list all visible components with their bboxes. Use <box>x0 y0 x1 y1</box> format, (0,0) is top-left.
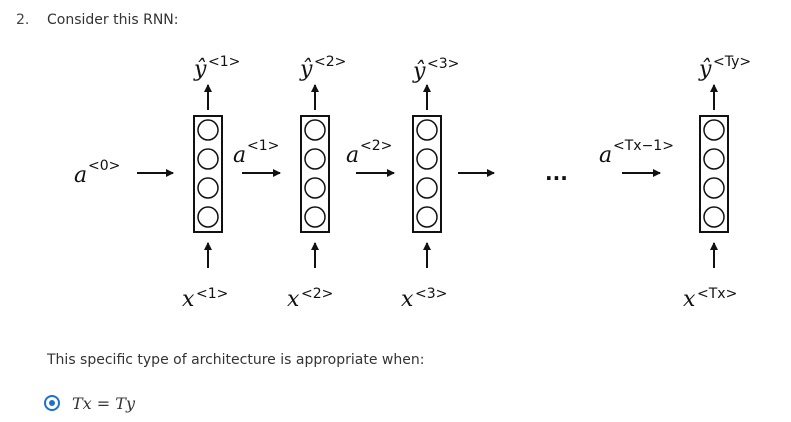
svg-text:<1>: <1> <box>247 138 279 154</box>
initial-activation-label: a <0> <box>74 158 120 188</box>
rnn-diagram: a <0> ŷ <1> x <1> a <1> ŷ <2> x <2> <box>74 54 751 312</box>
subquestion-text: This specific type of architecture is ap… <box>47 352 425 368</box>
svg-text:ŷ: ŷ <box>299 57 313 82</box>
answer-option-1[interactable]: Tx = Ty <box>44 392 135 414</box>
rnn-cell-1 <box>193 115 223 233</box>
activation-label-1: a <1> <box>233 138 279 168</box>
svg-text:x: x <box>182 287 195 312</box>
last-activation-label: a <Tx−1> <box>599 138 674 168</box>
input-label-1: x <1> <box>182 286 228 312</box>
svg-text:<2>: <2> <box>360 138 392 154</box>
svg-text:<0>: <0> <box>88 158 120 174</box>
svg-text:a: a <box>74 163 87 188</box>
svg-text:a: a <box>599 143 612 168</box>
svg-text:<1>: <1> <box>196 286 228 302</box>
svg-text:<3>: <3> <box>427 56 459 72</box>
rnn-cell-last <box>699 115 729 233</box>
rnn-cell-3 <box>412 115 442 233</box>
output-label-2: ŷ <2> <box>299 54 346 82</box>
svg-text:<2>: <2> <box>301 286 333 302</box>
activation-label-2: a <2> <box>346 138 392 168</box>
question-number: 2. <box>16 12 30 28</box>
svg-text:ŷ: ŷ <box>698 57 712 82</box>
svg-text:x: x <box>683 287 696 312</box>
output-label-last: ŷ <Ty> <box>698 54 751 82</box>
svg-text:x: x <box>401 287 414 312</box>
radio-selected-icon[interactable] <box>44 395 60 411</box>
svg-text:a: a <box>346 143 359 168</box>
svg-text:<1>: <1> <box>208 54 240 70</box>
output-label-3: ŷ <3> <box>412 56 459 84</box>
svg-text:<Tx>: <Tx> <box>697 286 737 302</box>
rnn-cell-2 <box>300 115 330 233</box>
input-label-3: x <3> <box>401 286 447 312</box>
question-title: Consider this RNN: <box>47 12 179 28</box>
svg-text:a: a <box>233 143 246 168</box>
svg-text:ŷ: ŷ <box>412 59 426 84</box>
answer-option-label: Tx = Ty <box>72 393 135 413</box>
svg-text:x: x <box>287 287 300 312</box>
input-label-2: x <2> <box>287 286 333 312</box>
svg-text:ŷ: ŷ <box>193 57 207 82</box>
ellipsis: ... <box>545 161 568 185</box>
output-label-1: ŷ <1> <box>193 54 240 82</box>
svg-text:<Tx−1>: <Tx−1> <box>613 138 674 154</box>
svg-text:<Ty>: <Ty> <box>713 54 751 70</box>
svg-text:<2>: <2> <box>314 54 346 70</box>
svg-text:<3>: <3> <box>415 286 447 302</box>
input-label-last: x <Tx> <box>683 286 737 312</box>
